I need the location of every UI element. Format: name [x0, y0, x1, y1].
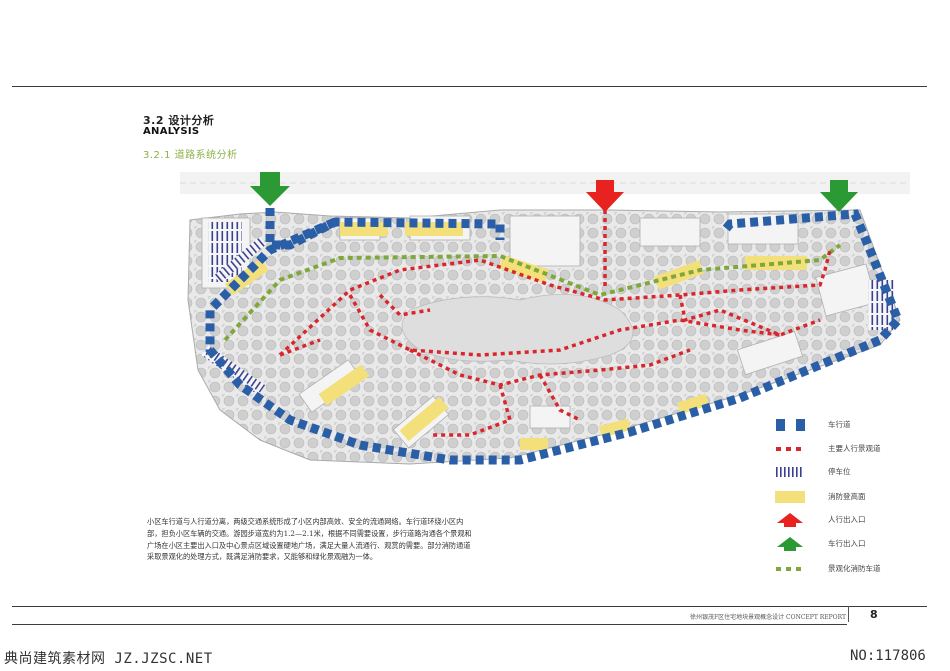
page-number-box: [848, 606, 911, 622]
section-title: 3.2 设计分析: [143, 114, 215, 127]
vehicle-road: [205, 208, 904, 465]
legend-label: 车行出入口: [828, 539, 866, 548]
pedestrian-paths: [278, 210, 832, 437]
landscape-fire-lane: [223, 243, 842, 342]
vehicle-road-symbol: [776, 419, 805, 431]
watermark-right: NO:117806: [850, 648, 926, 664]
pedestrian-path-symbol: [776, 447, 801, 451]
top-rule: [12, 86, 927, 87]
subsection-title: 3.2.1 道路系统分析: [143, 150, 238, 161]
project-title: 徐州银茂F区住宅地块景观概念设计 CONCEPT REPORT: [689, 614, 846, 621]
footer-rule: [12, 606, 927, 607]
legend-label: 主要人行景观道: [828, 444, 881, 453]
vehicle-entrance-arrow-east: [820, 180, 858, 212]
footer-bottom-rule: [12, 624, 847, 625]
section-title-en: ANALYSIS: [143, 126, 200, 137]
legend-label: 消防登高面: [828, 492, 866, 501]
fire-lane-symbol: [776, 567, 801, 571]
watermark-left: 典尚建筑素材网 JZ.JZSC.NET: [4, 651, 213, 667]
legend-label: 人行出入口: [828, 515, 866, 524]
vehicle-entrance-arrow-west: [250, 172, 290, 206]
analysis-description: 小区车行道与人行道分离，两级交通系统形成了小区内部高效、安全的流通网络。车行道环…: [147, 517, 472, 562]
legend-label: 停车位: [828, 467, 851, 476]
page-number: 8: [870, 608, 878, 621]
parking-symbol: [776, 467, 802, 477]
pedestrian-entrance-arrow: [586, 180, 624, 212]
legend-label: 车行道: [828, 420, 851, 429]
site-plan-map: [180, 172, 910, 465]
red-arrow-icon: [777, 513, 803, 527]
fire-platform-symbol: [775, 491, 805, 503]
legend-label: 景观化消防车道: [828, 564, 881, 573]
green-arrow-icon: [777, 537, 803, 551]
